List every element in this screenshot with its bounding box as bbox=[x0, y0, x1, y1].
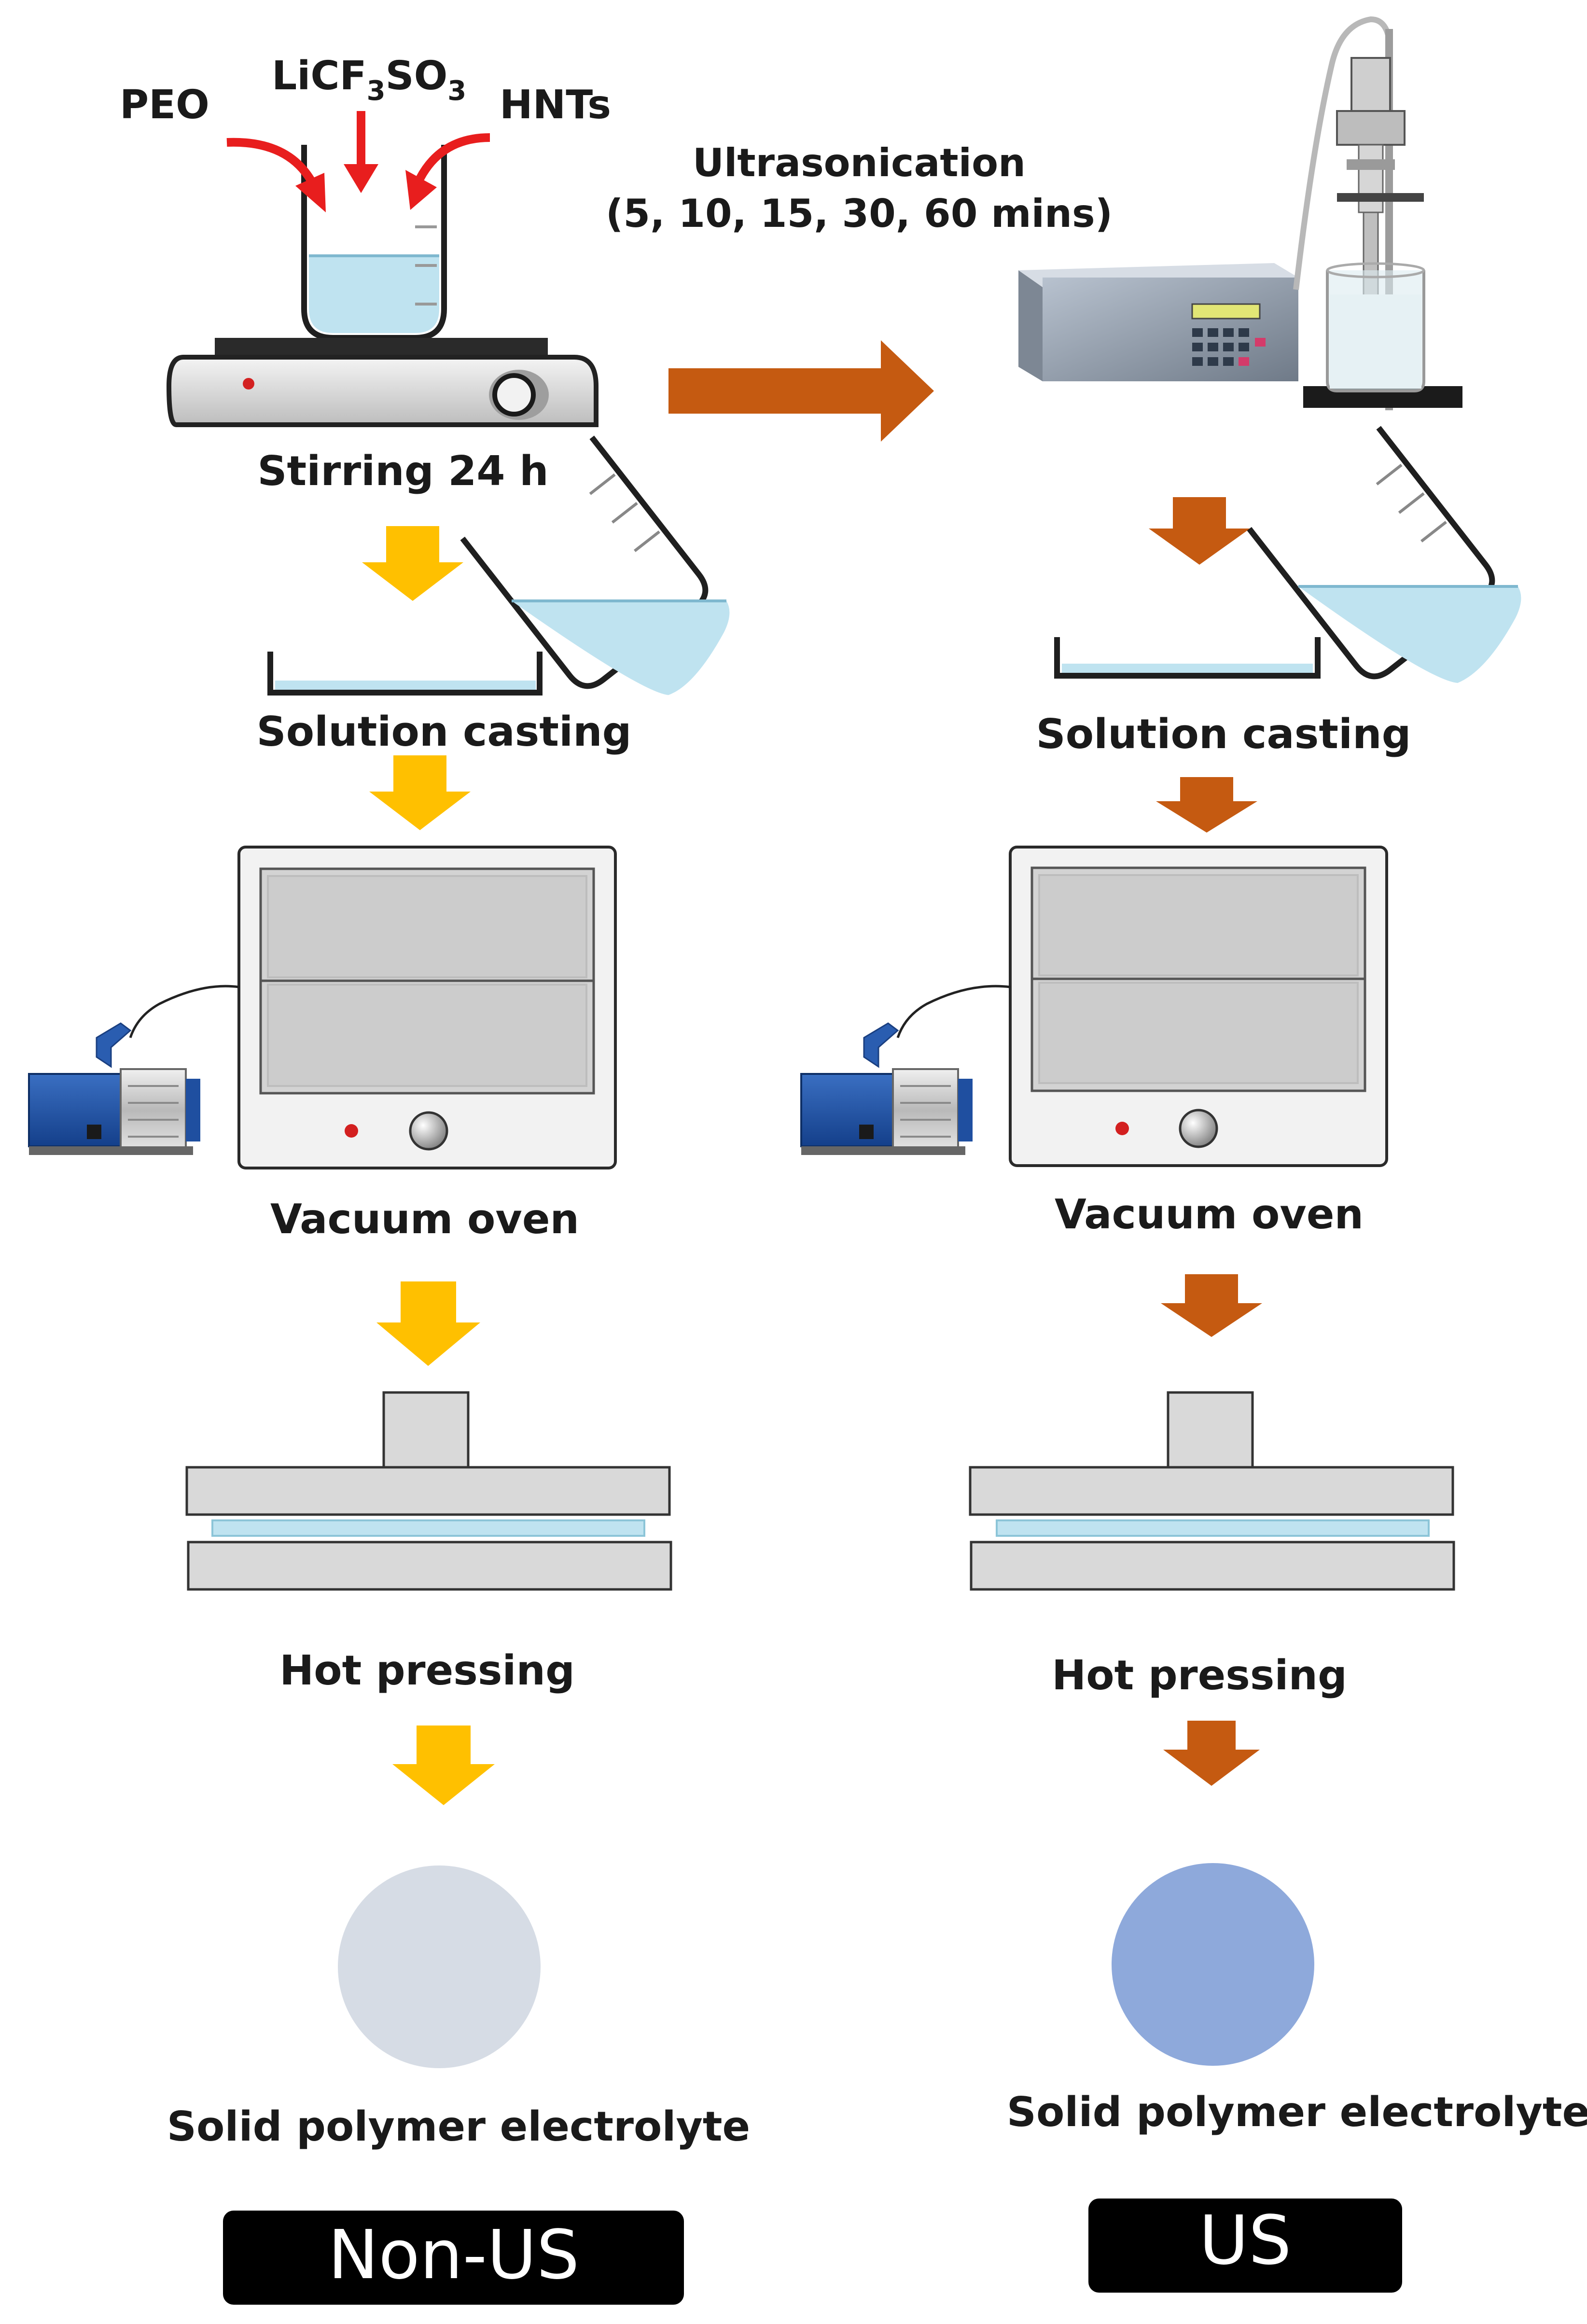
right-casting-label: Solution casting bbox=[1036, 710, 1411, 758]
transfer-arrow-icon bbox=[668, 340, 934, 442]
non-us-tag bbox=[223, 2211, 684, 2305]
peo-label: PEO bbox=[120, 82, 209, 128]
salt-label: LiCF3SO3 bbox=[272, 53, 466, 107]
right-oven-label: Vacuum oven bbox=[1055, 1191, 1364, 1239]
left-vacuum-oven-icon bbox=[237, 846, 617, 1169]
left-step-arrow-4 bbox=[392, 1726, 495, 1805]
salt-input-arrow bbox=[344, 111, 378, 193]
us-tag-label: US bbox=[1199, 2201, 1291, 2280]
left-oven-label: Vacuum oven bbox=[270, 1196, 579, 1243]
right-casting-icon bbox=[1054, 426, 1521, 683]
left-electrolyte-disc bbox=[338, 1865, 541, 2068]
input-arrows bbox=[226, 111, 490, 212]
ultrasonication-title: Ultrasonication bbox=[693, 140, 1026, 185]
left-hot-press-icon bbox=[185, 1391, 672, 1591]
right-step-arrow-3 bbox=[1161, 1274, 1262, 1337]
right-product-label: Solid polymer electrolyte bbox=[1007, 2088, 1587, 2136]
peo-input-arrow bbox=[226, 138, 326, 212]
right-step-arrow-2 bbox=[1156, 777, 1257, 833]
ultrasonicator-icon bbox=[1018, 16, 1462, 410]
hnts-label: HNTs bbox=[500, 82, 611, 128]
right-pressing-label: Hot pressing bbox=[1052, 1652, 1347, 1699]
stirring-label: Stirring 24 h bbox=[257, 447, 548, 495]
hnts-input-arrow bbox=[405, 133, 490, 210]
us-tag bbox=[1088, 2199, 1402, 2293]
right-hot-press-icon bbox=[969, 1391, 1455, 1591]
ultrasonication-times: (5, 10, 15, 30, 60 mins) bbox=[606, 191, 1113, 236]
right-electrolyte-disc bbox=[1112, 1863, 1314, 2066]
left-pressing-label: Hot pressing bbox=[279, 1647, 575, 1695]
left-step-arrow-3 bbox=[376, 1281, 480, 1366]
non-us-tag-label: Non-US bbox=[328, 2216, 580, 2295]
right-step-arrow-4 bbox=[1163, 1721, 1260, 1786]
left-vacuum-pump-icon bbox=[28, 985, 239, 1155]
left-step-arrow-1 bbox=[362, 526, 463, 601]
right-vacuum-oven-icon bbox=[1009, 846, 1388, 1167]
stir-solution bbox=[309, 256, 439, 333]
left-casting-icon bbox=[267, 435, 730, 696]
hotplate-stirrer-icon bbox=[166, 145, 599, 427]
left-product-label: Solid polymer electrolyte bbox=[167, 2103, 750, 2151]
left-step-arrow-2 bbox=[369, 755, 471, 830]
right-step-arrow-1 bbox=[1149, 497, 1250, 565]
left-casting-label: Solution casting bbox=[257, 708, 632, 756]
right-vacuum-pump-icon bbox=[800, 985, 1011, 1155]
